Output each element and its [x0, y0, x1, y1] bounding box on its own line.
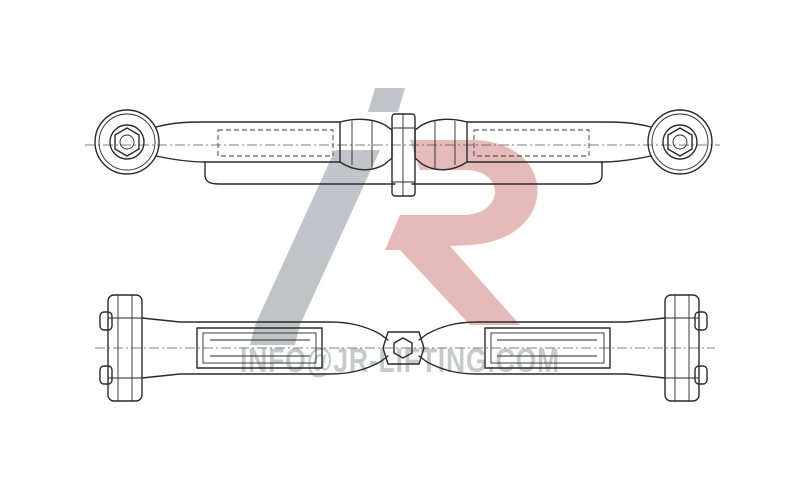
watermark-r-shape — [385, 140, 538, 325]
watermark-j-shape — [250, 88, 405, 345]
side-right-arm — [418, 317, 666, 379]
side-left-arm — [141, 317, 389, 379]
top-left-eye — [94, 109, 160, 175]
watermark-logo: INFO@JR-LIFTING.COM — [240, 88, 559, 380]
top-view — [85, 109, 720, 197]
side-center-nut — [382, 331, 425, 365]
side-right-clevis — [664, 294, 708, 402]
top-center-nut — [391, 113, 416, 197]
top-right-eye — [647, 109, 713, 175]
side-view — [95, 294, 715, 402]
top-right-body — [411, 118, 652, 185]
side-left-clevis — [99, 294, 143, 402]
